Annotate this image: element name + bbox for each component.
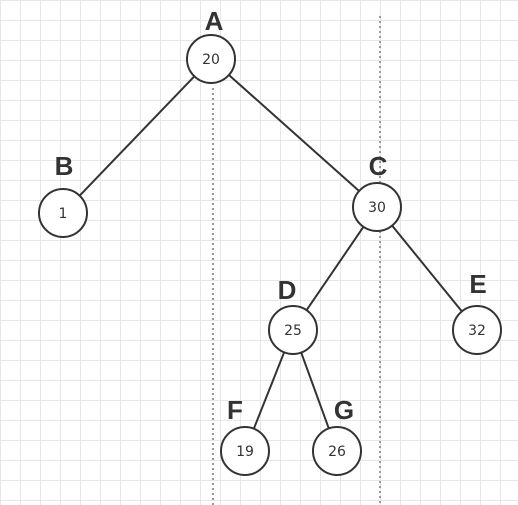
node-e-letter: E bbox=[469, 269, 486, 299]
node-a-value: 20 bbox=[202, 52, 220, 68]
edge-c-d bbox=[305, 226, 365, 311]
node-a-circle bbox=[186, 34, 236, 84]
edge-d-g bbox=[300, 352, 330, 429]
node-f-value: 19 bbox=[236, 444, 254, 460]
edge-a-c bbox=[228, 74, 360, 192]
node-c-value: 30 bbox=[368, 200, 386, 216]
node-c-letter: C bbox=[369, 151, 388, 181]
node-c-circle bbox=[352, 182, 402, 232]
node-d: 25 D bbox=[268, 275, 318, 355]
node-d-circle bbox=[268, 305, 318, 355]
node-e-value: 32 bbox=[468, 323, 486, 339]
node-g-circle bbox=[312, 426, 362, 476]
node-a-letter: A bbox=[205, 6, 224, 36]
node-d-letter: D bbox=[278, 275, 297, 305]
edge-d-f bbox=[252, 351, 286, 430]
node-f-letter: F bbox=[227, 395, 243, 425]
edge-a-b bbox=[78, 75, 196, 197]
node-a: 20 A bbox=[186, 6, 236, 84]
node-b-letter: B bbox=[55, 151, 74, 181]
node-f: 19 F bbox=[220, 395, 270, 476]
node-b-circle bbox=[38, 188, 88, 238]
node-d-value: 25 bbox=[284, 323, 302, 339]
node-e-circle bbox=[452, 305, 502, 355]
node-b: 1B bbox=[38, 151, 88, 238]
node-e: 32 E bbox=[452, 269, 502, 355]
node-b-value: 1 bbox=[59, 206, 68, 222]
node-f-circle bbox=[220, 426, 270, 476]
edge-c-e bbox=[391, 224, 463, 313]
edges bbox=[78, 74, 463, 430]
node-c: 30 C bbox=[352, 151, 402, 232]
node-g: 26 G bbox=[312, 395, 362, 476]
node-g-value: 26 bbox=[328, 444, 346, 460]
node-g-letter: G bbox=[334, 395, 354, 425]
